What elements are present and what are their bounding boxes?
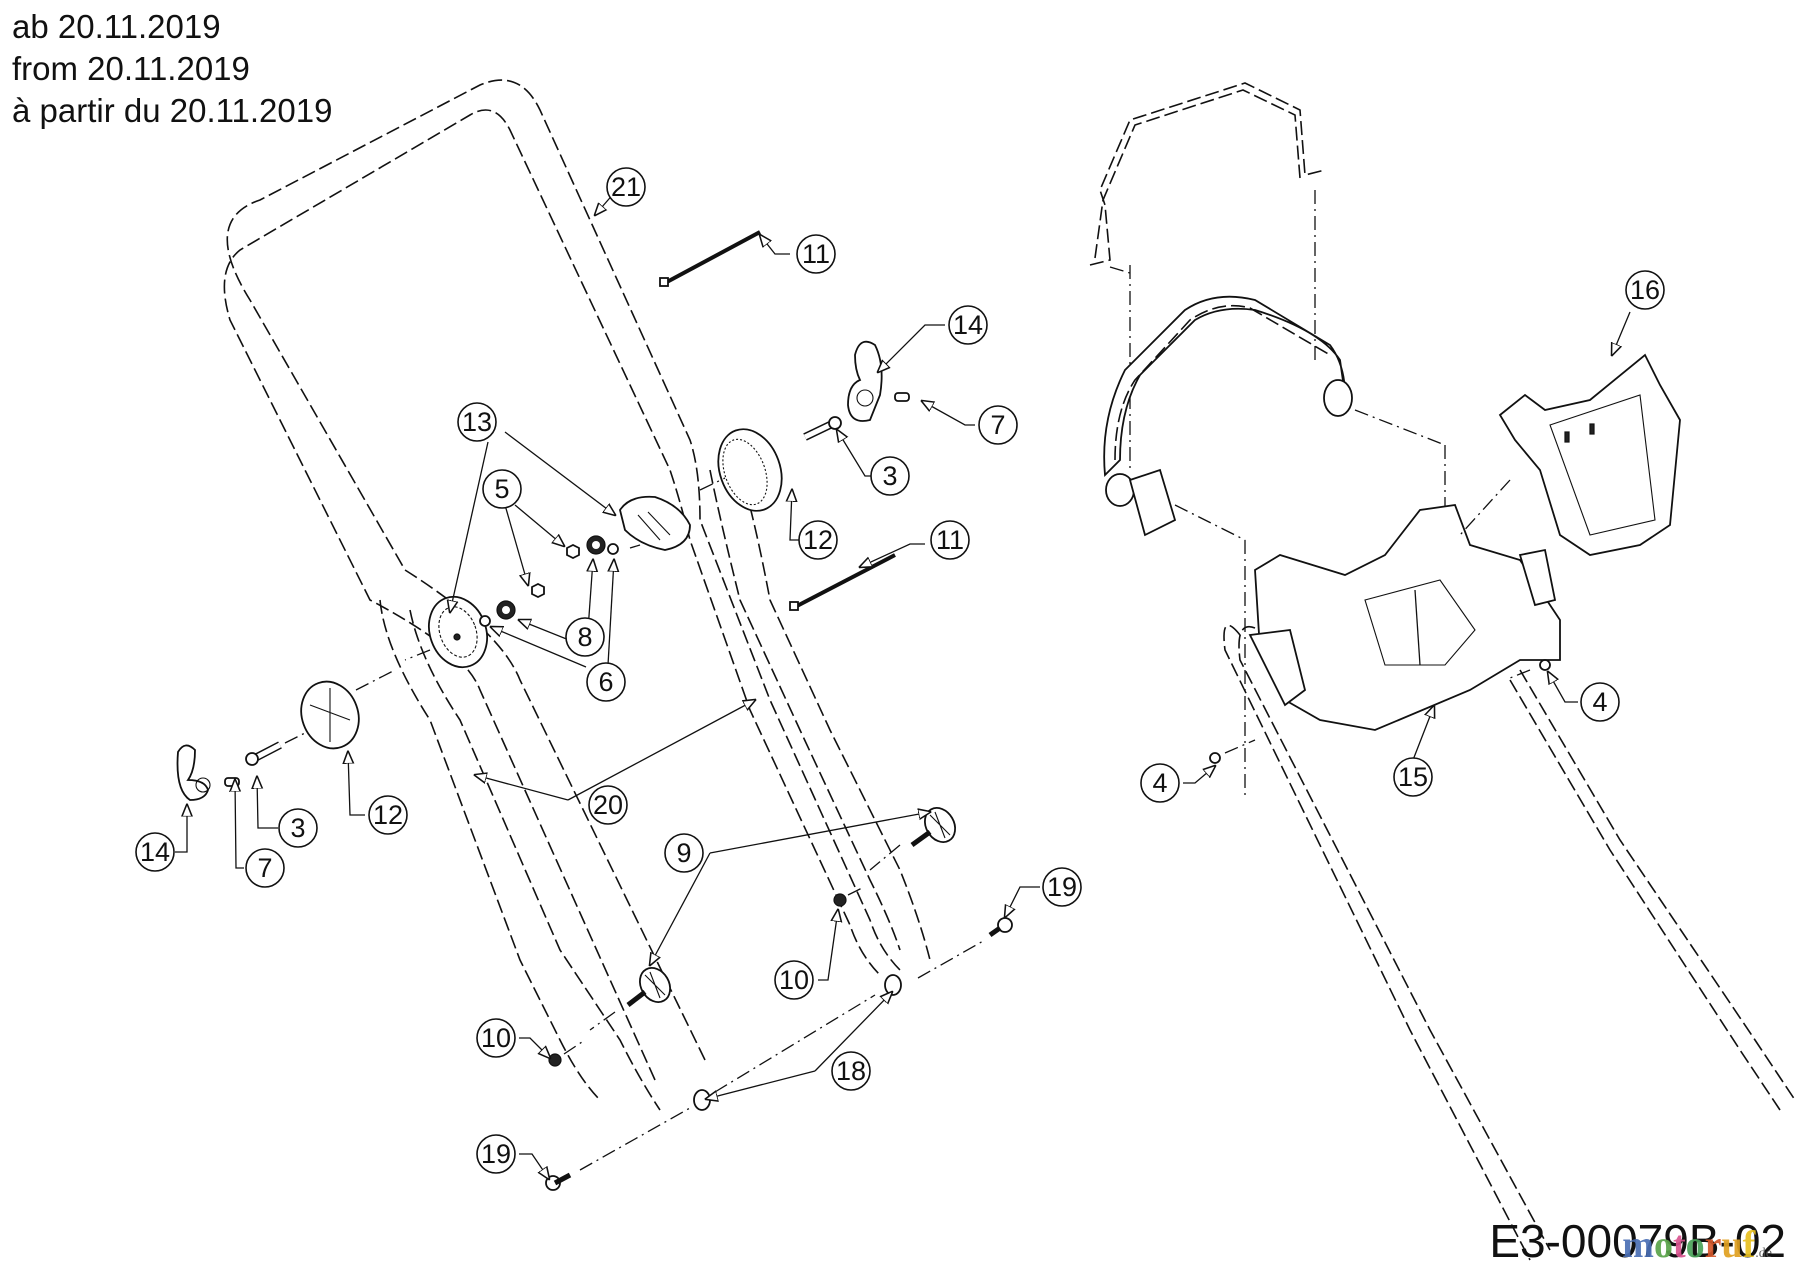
svg-text:18: 18 [836,1056,866,1086]
svg-text:5: 5 [494,474,509,504]
lever-part-14-upper [847,340,883,422]
star-knob-part-9-right [910,807,956,848]
drawing-code: E3-00079B-02 [1489,1215,1786,1267]
callout-14-upper: 14 [948,305,988,345]
lever-part-14-lower [176,744,211,801]
callout-10-right: 10 [774,960,814,1000]
callout-7-lower: 7 [245,848,285,888]
knob-part-12-upper [717,428,783,512]
callout-14-lower: 14 [135,832,175,872]
callout-7-upper: 7 [978,405,1018,445]
callout-12-upper: 12 [798,520,838,560]
cable-tie-part-11 [659,230,896,611]
upper-handle-part-21 [223,79,901,1081]
svg-text:19: 19 [481,1139,511,1169]
svg-text:6: 6 [598,667,613,697]
cover-part-13-left [428,595,488,669]
housing-part-15 [1248,504,1561,731]
svg-text:21: 21 [611,172,641,202]
svg-text:3: 3 [290,813,305,843]
svg-text:10: 10 [779,965,809,995]
bolt-part-3-upper [803,416,842,441]
pin-part-7-upper [894,392,910,402]
callout-13: 13 [457,402,497,442]
svg-text:7: 7 [257,853,272,883]
svg-text:4: 4 [1152,768,1167,798]
validity-date-en: from 20.11.2019 [12,50,250,87]
callout-19-left: 19 [476,1134,516,1174]
validity-date-de: ab 20.11.2019 [12,8,221,45]
svg-text:11: 11 [936,525,964,555]
validity-date-fr: à partir du 20.11.2019 [12,92,333,129]
cover-part-13-right [619,495,691,551]
callout-4-right: 4 [1580,682,1620,722]
callout-19-right: 19 [1042,867,1082,907]
callout-5: 5 [482,469,522,509]
screw-part-4-left [1209,752,1221,764]
svg-text:10: 10 [481,1023,511,1053]
lower-handle-part-20 [379,469,931,1111]
watermark-letter: f [1742,1224,1756,1266]
callout-3-lower: 3 [278,808,318,848]
svg-text:11: 11 [802,239,830,269]
washer-part-6-upper [607,543,619,555]
washer-part-18-right [884,974,902,996]
svg-text:12: 12 [803,525,833,555]
callout-4-left: 4 [1140,763,1180,803]
nut-part-10-right [833,893,847,907]
callout-15: 15 [1393,757,1433,797]
svg-text:14: 14 [140,837,170,867]
svg-text:12: 12 [373,800,403,830]
svg-text:8: 8 [577,622,592,652]
callout-9: 9 [664,833,704,873]
watermark-letter: o [1653,1224,1673,1266]
nut-part-10-left [548,1053,562,1067]
washer-part-18-left [693,1089,711,1111]
screw-part-19-right [988,917,1013,938]
callout-3-upper: 3 [870,456,910,496]
callout-6: 6 [586,662,626,702]
star-knob-part-9-left [626,967,671,1007]
svg-text:20: 20 [593,790,623,820]
callout-16: 16 [1625,270,1665,310]
callout-12-lower: 12 [368,795,408,835]
watermark-suffix: .de [1755,1246,1772,1261]
callout-10-left: 10 [476,1018,516,1058]
callout-21: 21 [606,167,646,207]
washer-part-6-lower [479,615,491,627]
watermark-logo: motoruf.de [1622,1226,1772,1264]
callout-11-lower: 11 [930,520,970,560]
callout-11-upper: 11 [796,234,836,274]
bolt-part-3-lower [245,741,282,766]
leader-lines [175,191,1631,1179]
battery-cover-part-16 [1498,353,1681,556]
callout-18: 18 [831,1051,871,1091]
svg-text:16: 16 [1630,275,1660,305]
svg-text:14: 14 [953,310,983,340]
screw-part-19-left [545,1172,572,1191]
screw-part-4-right [1539,659,1551,671]
operator-bar-assembly [1103,295,1353,537]
svg-text:7: 7 [990,410,1005,440]
watermark-letter: o [1685,1224,1705,1266]
svg-text:15: 15 [1398,762,1428,792]
watermark-letter: r [1704,1224,1722,1266]
watermark-letter: u [1721,1224,1743,1266]
watermark-letter: t [1672,1224,1686,1266]
bail-wire-assembly [1089,82,1326,266]
nut-part-5-upper [566,543,580,560]
svg-text:13: 13 [462,407,492,437]
watermark-letter: m [1622,1224,1654,1266]
knob-part-12-lower [300,680,360,750]
callout-8: 8 [565,617,605,657]
pin-part-7-lower [224,777,240,787]
svg-text:19: 19 [1047,872,1077,902]
callout-20: 20 [588,785,628,825]
nut-part-5-lower [531,582,545,599]
svg-text:4: 4 [1592,687,1607,717]
lower-handle-right-assembly [1223,624,1796,1261]
svg-text:9: 9 [676,838,691,868]
svg-text:3: 3 [882,461,897,491]
